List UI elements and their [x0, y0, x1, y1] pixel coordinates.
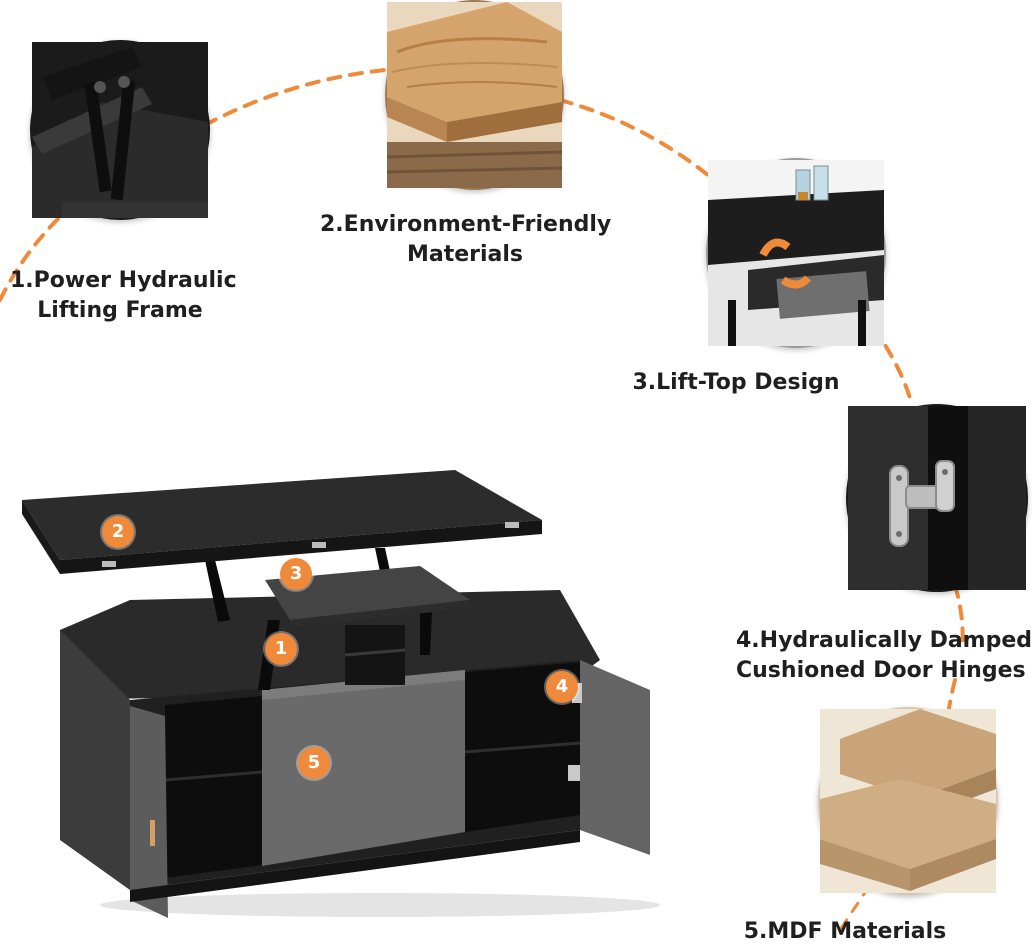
badge-4: 4	[546, 671, 578, 703]
mdf-board-closeup-icon	[818, 707, 998, 895]
feature-label-1-line2: Lifting Frame	[37, 298, 203, 323]
wood-plank-closeup-icon	[385, 0, 564, 190]
feature-label-4-line2: Cushioned Door Hinges	[736, 658, 1026, 683]
feature-label-4: 4.Hydraulically Damped Cushioned Door Hi…	[736, 626, 1032, 686]
feature-label-2-line1: 2.Environment-Friendly	[320, 212, 612, 237]
coffee-table-illustration	[22, 470, 660, 918]
door-hinge-closeup-icon	[846, 404, 1028, 592]
feature-label-5: 5.MDF Materials	[740, 918, 950, 946]
feature-label-1-line1: 1.Power Hydraulic	[10, 268, 237, 293]
feature-label-1: 1.Power Hydraulic Lifting Frame	[10, 266, 237, 326]
feature-label-4-line1: 4.Hydraulically Damped	[736, 628, 1032, 653]
feature-label-3: 3.Lift-Top Design	[626, 368, 846, 398]
feature-label-3-line1: 3.Lift-Top Design	[632, 370, 840, 395]
feature-label-2: 2.Environment-Friendly Materials	[320, 210, 612, 270]
feature-label-2-line2: Materials	[406, 242, 524, 267]
badge-1: 1	[265, 633, 297, 665]
hydraulic-frame-closeup-icon	[30, 40, 210, 220]
badge-2: 2	[102, 516, 134, 548]
feature-label-5-line1: 5.MDF Materials	[743, 919, 947, 944]
badge-5: 5	[298, 747, 330, 779]
badge-3: 3	[280, 558, 312, 590]
lift-top-closeup-icon	[706, 158, 886, 348]
